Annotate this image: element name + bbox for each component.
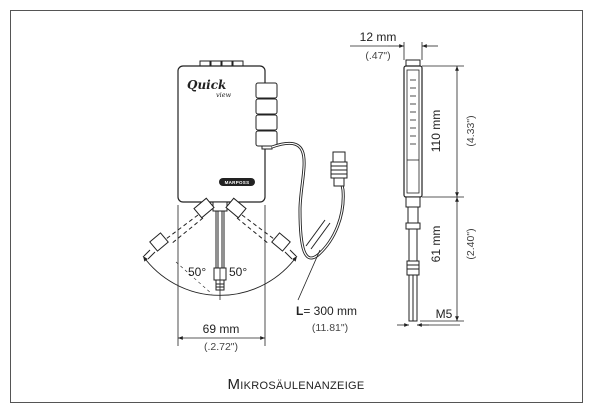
side-view: 12 mm (.47") 110 mm (4.33") 61 mm (2.40"… bbox=[350, 30, 477, 327]
angle-left-label: 50° bbox=[188, 265, 206, 279]
side-stem bbox=[405, 196, 421, 322]
base-width-in: (.2.72") bbox=[204, 341, 238, 353]
caption-rest: IKROSÄULENANZEIGE bbox=[240, 380, 364, 392]
top-connectors bbox=[199, 60, 244, 67]
height-lower-in: (2.40") bbox=[465, 228, 477, 259]
mounting-arm-right bbox=[225, 197, 297, 260]
angle-right-label: 50° bbox=[229, 265, 247, 279]
brand-badge-text: MARPOSS bbox=[225, 180, 250, 185]
cable-length-label: L= 300 mm bbox=[296, 304, 357, 318]
height-lower-mm: 61 mm bbox=[429, 226, 443, 263]
logo-sub: view bbox=[216, 91, 232, 99]
led-scale bbox=[407, 79, 419, 161]
cable-length-in: (11.81") bbox=[312, 322, 348, 334]
base-width-mm: 69 mm bbox=[203, 322, 240, 336]
caption-first-letter: M bbox=[227, 376, 240, 393]
cable-length-mm: = 300 mm bbox=[303, 304, 357, 318]
cable-length-prefix: L bbox=[296, 304, 303, 318]
thread-label: M5 bbox=[436, 307, 453, 321]
height-upper-mm: 110 mm bbox=[429, 110, 443, 152]
height-upper-in: (4.33") bbox=[465, 115, 477, 146]
top-width-in: (.47") bbox=[365, 50, 390, 62]
brand-badge bbox=[219, 178, 255, 186]
cable-plug bbox=[330, 151, 348, 187]
caption: MIKROSÄULENANZEIGE bbox=[227, 376, 364, 393]
mounting-arm-left bbox=[143, 197, 215, 260]
side-connectors bbox=[255, 82, 278, 150]
front-view: Quick view MARPOSS bbox=[142, 60, 357, 353]
drawing-border bbox=[10, 10, 583, 403]
top-width-mm: 12 mm bbox=[360, 30, 397, 44]
logo-main: Quick bbox=[187, 78, 226, 92]
